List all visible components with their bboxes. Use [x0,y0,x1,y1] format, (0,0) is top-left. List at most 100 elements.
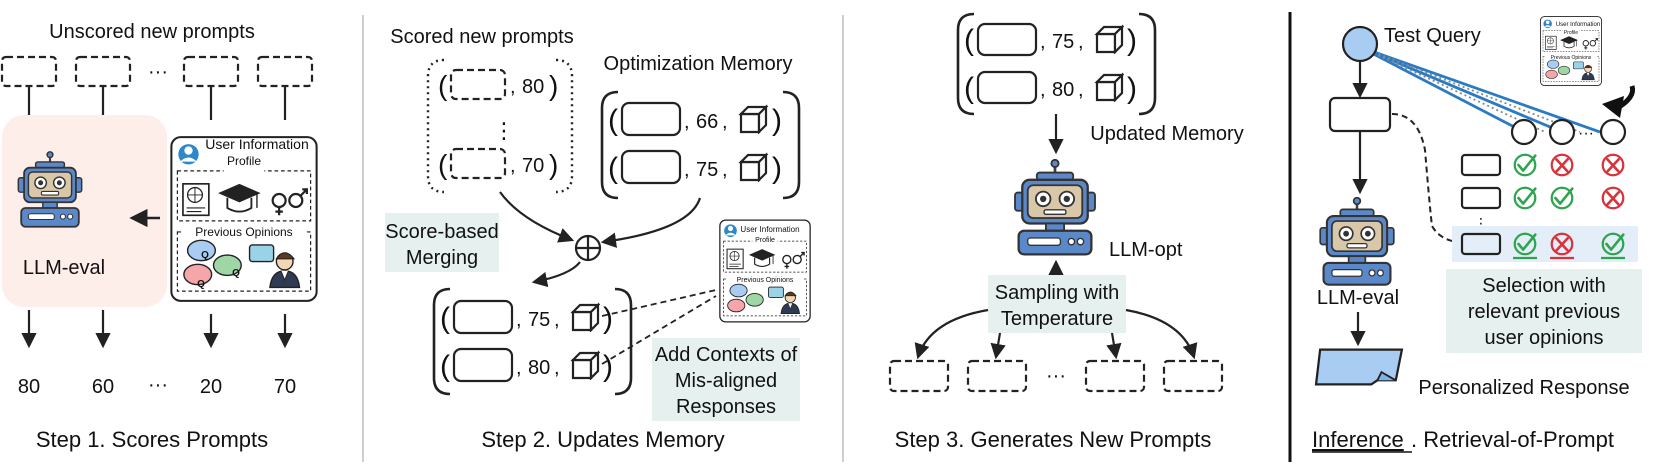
scored-value: 80 [522,76,544,98]
test-query-node [1341,25,1379,63]
memory-prompt-box [620,149,682,185]
profile-label: Profile [227,154,261,168]
comma: , [516,309,522,331]
paren: ) [1127,24,1137,57]
comma: , [1040,31,1046,53]
context-dashed-line [601,295,717,365]
paren: ( [440,350,450,383]
bubble-letter: Q [232,268,240,279]
paren: ( [608,152,618,185]
inference-llm-eval-robot-icon [1318,196,1396,287]
cross-icon [1550,153,1574,177]
sample-arrow [1106,332,1122,360]
comma: , [1040,79,1046,101]
user-information-card-small [719,219,811,323]
context-label-line1: Add Contexts of [655,344,798,366]
result-prompt-box [452,299,514,335]
score-value: 70 [274,376,296,398]
step3-caption: Step 3. Generates New Prompts [895,427,1212,452]
updated-prompt-box [976,70,1038,105]
memory-prompt-box [620,101,682,137]
profile-label-small: Profile [755,237,775,244]
context-dashed-line [601,289,717,317]
retrieval-dashed-link [1391,113,1459,243]
prompts-ellipsis: ··· [148,61,168,83]
candidate-prompt-box [1460,153,1502,177]
inference-caption-underlined: Inference [1312,427,1404,452]
sample-arrow [990,332,1006,360]
new-prompts-ellipsis: ··· [1046,365,1066,387]
paren: ) [549,149,558,180]
dotted-bracket-right [555,58,574,194]
vertical-ellipsis: ⋮ [493,118,515,143]
check-icon [1513,153,1537,177]
cube-icon [1095,25,1124,54]
card-pointer-arrowhead [1602,96,1624,118]
new-prompt-box [1084,359,1146,393]
scored-to-merge-arrow [499,191,575,243]
updated-memory-bracket-right [1138,12,1157,116]
context-label-line2: Mis-aligned [675,370,777,392]
sampling-label-line2: Temperature [1001,308,1113,330]
paren: ( [964,24,974,57]
sample-arrow [914,308,989,360]
context-label-line3: Responses [676,396,776,418]
paren: ) [772,104,782,137]
paren: ( [438,149,448,180]
prompt-box [182,55,240,88]
prompt-box [256,55,314,88]
opinion-node [1599,118,1627,146]
paren: ) [549,70,558,101]
merge-to-result-arrow [531,261,581,288]
cube-icon [1095,73,1124,102]
user-info-title-tiny: User Information [1556,22,1600,28]
previous-opinions-label-tiny: Previous Opinions [1551,55,1592,61]
comma: , [1078,31,1084,53]
response-document-icon [1314,348,1404,386]
prompt-box [74,55,132,88]
relevance-line [1359,45,1563,134]
updated-value: 75 [1052,31,1074,53]
prompt-box [0,55,58,88]
memory-to-merge-arrow [600,197,702,248]
scored-prompt-box [449,147,507,180]
comma: , [510,155,516,177]
result-value: 75 [528,309,550,331]
cube-icon [571,351,600,380]
paren: ) [603,302,613,335]
comma: , [722,111,728,133]
relevance-dotted-line [1359,46,1546,133]
selected-row-highlight [1452,226,1638,262]
llm-opt-label: LLM-opt [1109,239,1183,261]
result-prompt-box [452,347,514,383]
cube-icon [739,153,768,182]
result-bracket-right [614,287,633,396]
user-info-title: User Information [205,136,308,152]
profile-label-tiny: Profile [1564,30,1578,36]
selection-label-line2: relevant previous [1468,301,1620,323]
check-icon [1550,186,1574,210]
inference-panel: Test Query User Information Profile Prev… [1312,16,1642,453]
score-value: 80 [18,376,40,398]
relevance-dotted-line [1359,46,1581,133]
inference-caption-rest: . Retrieval-of-Prompt [1411,427,1614,452]
bubble-letter: Q [197,279,205,290]
updated-prompt-box [976,22,1038,57]
cross-icon [1601,186,1625,210]
scored-value: 70 [522,155,544,177]
previous-opinions-label-small: Previous Opinions [737,277,794,284]
user-info-title-small: User Information [740,225,799,234]
opinion-nodes-ellipsis: ··· [1578,125,1594,142]
step2-caption: Step 2. Updates Memory [481,427,724,452]
new-prompt-box [966,359,1028,393]
candidate-prompt-box [1460,186,1502,210]
selected-prompt-box [1460,232,1502,256]
updated-value: 80 [1052,79,1074,101]
personalized-response-label: Personalized Response [1418,377,1629,399]
merge-label-line2: Merging [406,247,478,269]
check-icon [1513,186,1537,210]
relevance-line [1359,45,1601,134]
comma: , [722,159,728,181]
paren: ( [440,302,450,335]
